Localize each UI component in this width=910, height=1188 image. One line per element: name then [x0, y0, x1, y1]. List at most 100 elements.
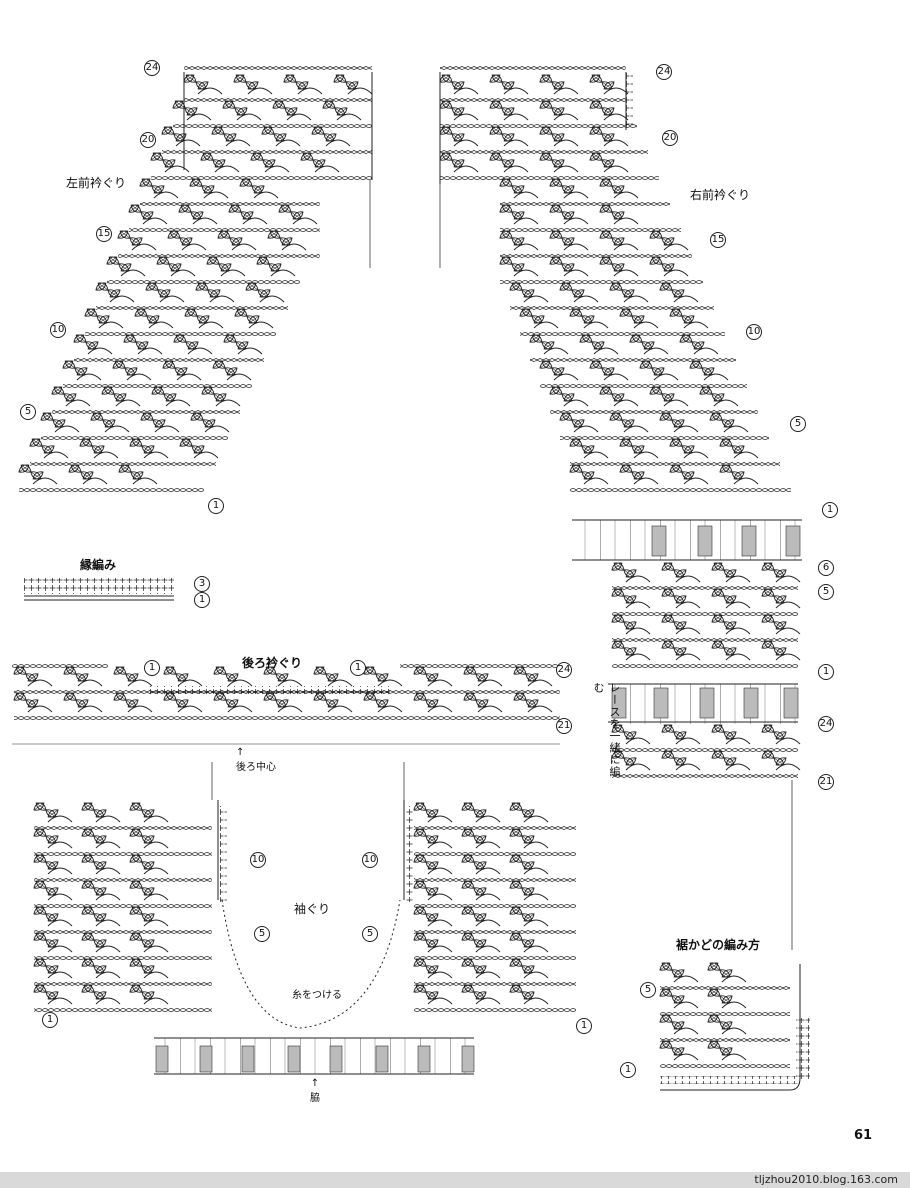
right-front-neck-chart	[439, 66, 627, 268]
row-number-24: 24	[144, 60, 160, 76]
chain-row	[612, 586, 798, 590]
row-number-24: 24	[556, 662, 572, 678]
row-number-1: 1	[208, 498, 224, 514]
row-number-20: 20	[662, 130, 678, 146]
row-number-5: 5	[362, 926, 378, 942]
row-number-10: 10	[746, 324, 762, 340]
chain-row	[34, 904, 212, 908]
lace-motif	[128, 801, 168, 822]
row-number-1: 1	[350, 660, 366, 676]
row-number-10: 10	[250, 852, 266, 868]
lace-motif	[32, 801, 72, 822]
lace-motif	[312, 665, 352, 686]
row-number-10: 10	[362, 852, 378, 868]
chain-row	[34, 1008, 212, 1012]
chain-row	[414, 930, 576, 934]
chain-row	[118, 254, 320, 258]
chain-row	[14, 690, 560, 694]
chain-row	[660, 986, 790, 990]
lace-motif	[760, 723, 800, 744]
chain-row	[162, 150, 372, 154]
row-number-1: 1	[620, 1062, 636, 1078]
chain-row	[140, 202, 320, 206]
chain-row	[414, 904, 576, 908]
chain-row	[550, 410, 758, 414]
chain-row	[500, 202, 670, 206]
lace-motif	[588, 73, 628, 94]
row-number-15: 15	[96, 226, 112, 242]
chain-row	[19, 488, 204, 492]
chain-row	[660, 1012, 790, 1016]
chain-row	[660, 1064, 790, 1068]
row-number-1: 1	[818, 664, 834, 680]
chain-row	[440, 124, 637, 128]
row-number-5: 5	[20, 404, 36, 420]
row-number-1: 1	[42, 1012, 58, 1028]
row-number-1: 1	[144, 660, 160, 676]
lace-motif	[538, 73, 578, 94]
side-label: ↑脇	[310, 1078, 320, 1104]
chain-row	[14, 716, 560, 720]
chain-row	[30, 462, 216, 466]
row-number-5: 5	[640, 982, 656, 998]
lace-motif	[706, 961, 746, 982]
chain-row	[96, 306, 288, 310]
lace-motif	[182, 73, 222, 94]
chain-row	[612, 664, 798, 668]
lace-motif	[710, 723, 750, 744]
chain-row	[612, 612, 798, 616]
right-body-lace-band-2	[608, 683, 799, 724]
chain-row	[184, 98, 372, 102]
row-number-5: 5	[818, 584, 834, 600]
row-number-3: 3	[194, 576, 210, 592]
chain-row	[500, 280, 703, 284]
row-number-20: 20	[140, 132, 156, 148]
lace-pattern-layer	[12, 72, 800, 1068]
back-center-label: ↑後ろ中心	[236, 747, 276, 773]
armhole-label: 袖ぐり	[294, 902, 331, 916]
chain-row	[520, 332, 725, 336]
chain-row	[34, 852, 212, 856]
chain-row	[440, 98, 626, 102]
left-front-neck-label: 左前衿ぐり	[66, 176, 127, 190]
lace-motif	[162, 665, 202, 686]
chain-row	[440, 150, 648, 154]
lace-motif	[232, 73, 272, 94]
lace-motif	[412, 801, 452, 822]
armhole-chart	[154, 762, 475, 1075]
chain-row	[414, 878, 576, 882]
row-number-5: 5	[790, 416, 806, 432]
lace-motif	[460, 801, 500, 822]
hem-corner-label: 裾かどの編み方	[676, 938, 761, 952]
lace-motif	[658, 961, 698, 982]
chain-row	[52, 410, 240, 414]
edging-label: 縁編み	[80, 558, 117, 572]
chain-row	[510, 306, 714, 310]
back-neck-label: 後ろ衿ぐり	[242, 656, 303, 670]
lace-motif	[488, 73, 528, 94]
lace-motif	[332, 73, 372, 94]
lace-motif	[660, 561, 700, 582]
chain-row	[440, 176, 659, 180]
lace-motif	[760, 561, 800, 582]
chain-row	[173, 124, 372, 128]
single-crochet-edge	[626, 72, 633, 128]
chain-row	[660, 1038, 790, 1042]
lace-motif	[508, 801, 548, 822]
page-number: 61	[854, 1128, 873, 1143]
left-front-neck-chart	[183, 66, 373, 268]
chain-row	[414, 826, 576, 830]
chain-row	[500, 228, 681, 232]
chain-row	[34, 956, 212, 960]
lace-motif	[660, 723, 700, 744]
chain-row	[612, 638, 798, 642]
lace-motif	[438, 73, 478, 94]
chain-row	[570, 488, 791, 492]
chain-row	[612, 748, 798, 752]
chain-row	[570, 462, 780, 466]
chain-row	[41, 436, 228, 440]
single-crochet-edge	[220, 806, 227, 902]
row-number-21: 21	[556, 718, 572, 734]
chain-row	[530, 358, 736, 362]
